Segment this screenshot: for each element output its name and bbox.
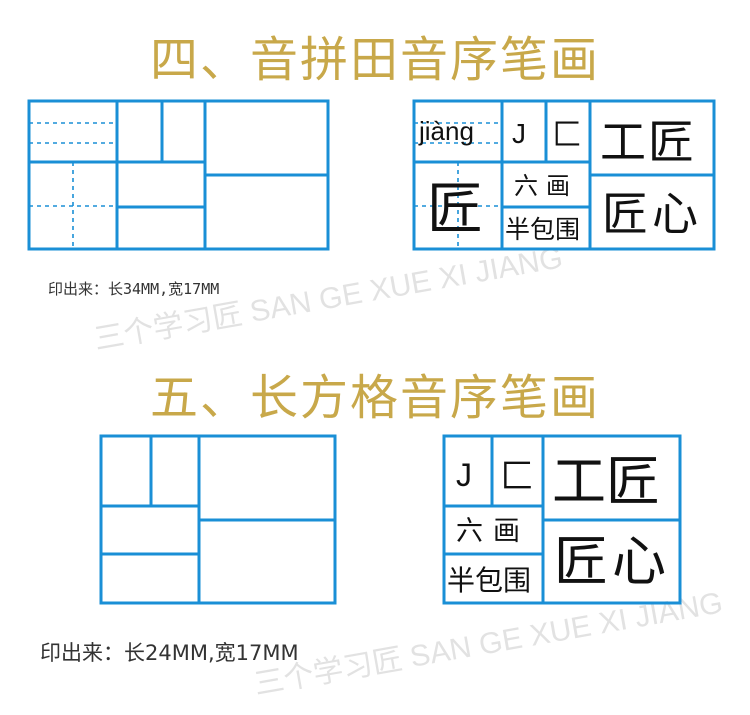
pinyin-text: jiàng — [418, 116, 474, 146]
word-one-text: 工匠 — [600, 115, 696, 169]
filled-pinyin-grid-example — [412, 99, 716, 251]
section-four-heading: 四、音拼田音序笔画 — [149, 32, 600, 88]
main-character: 匠 — [427, 177, 483, 242]
initial-letter: J — [512, 118, 526, 149]
structure-text: 半包围 — [447, 564, 531, 597]
stroke-count-text: 六画 — [456, 516, 530, 547]
section-five-size-caption: 印出来：长24MM,宽17MM — [40, 641, 299, 665]
word-two-text: 匠心 — [602, 187, 702, 241]
structure-text: 半包围 — [505, 215, 580, 244]
filled-rectangle-grid-example — [442, 434, 682, 605]
radical-text: 匚 — [500, 457, 534, 497]
initial-letter: J — [456, 457, 472, 493]
stroke-count-text: 六画 — [514, 172, 578, 200]
word-one-text: 工匠 — [552, 450, 660, 513]
section-four-size-caption: 印出来：长34MM,宽17MM — [48, 280, 220, 298]
section-five-heading: 五、长方格音序笔画 — [149, 370, 600, 426]
radical-text: 匚 — [552, 118, 582, 153]
blank-rectangle-grid-template — [99, 434, 337, 605]
blank-pinyin-grid-template — [27, 99, 330, 251]
word-two-text: 匠心 — [554, 530, 670, 593]
